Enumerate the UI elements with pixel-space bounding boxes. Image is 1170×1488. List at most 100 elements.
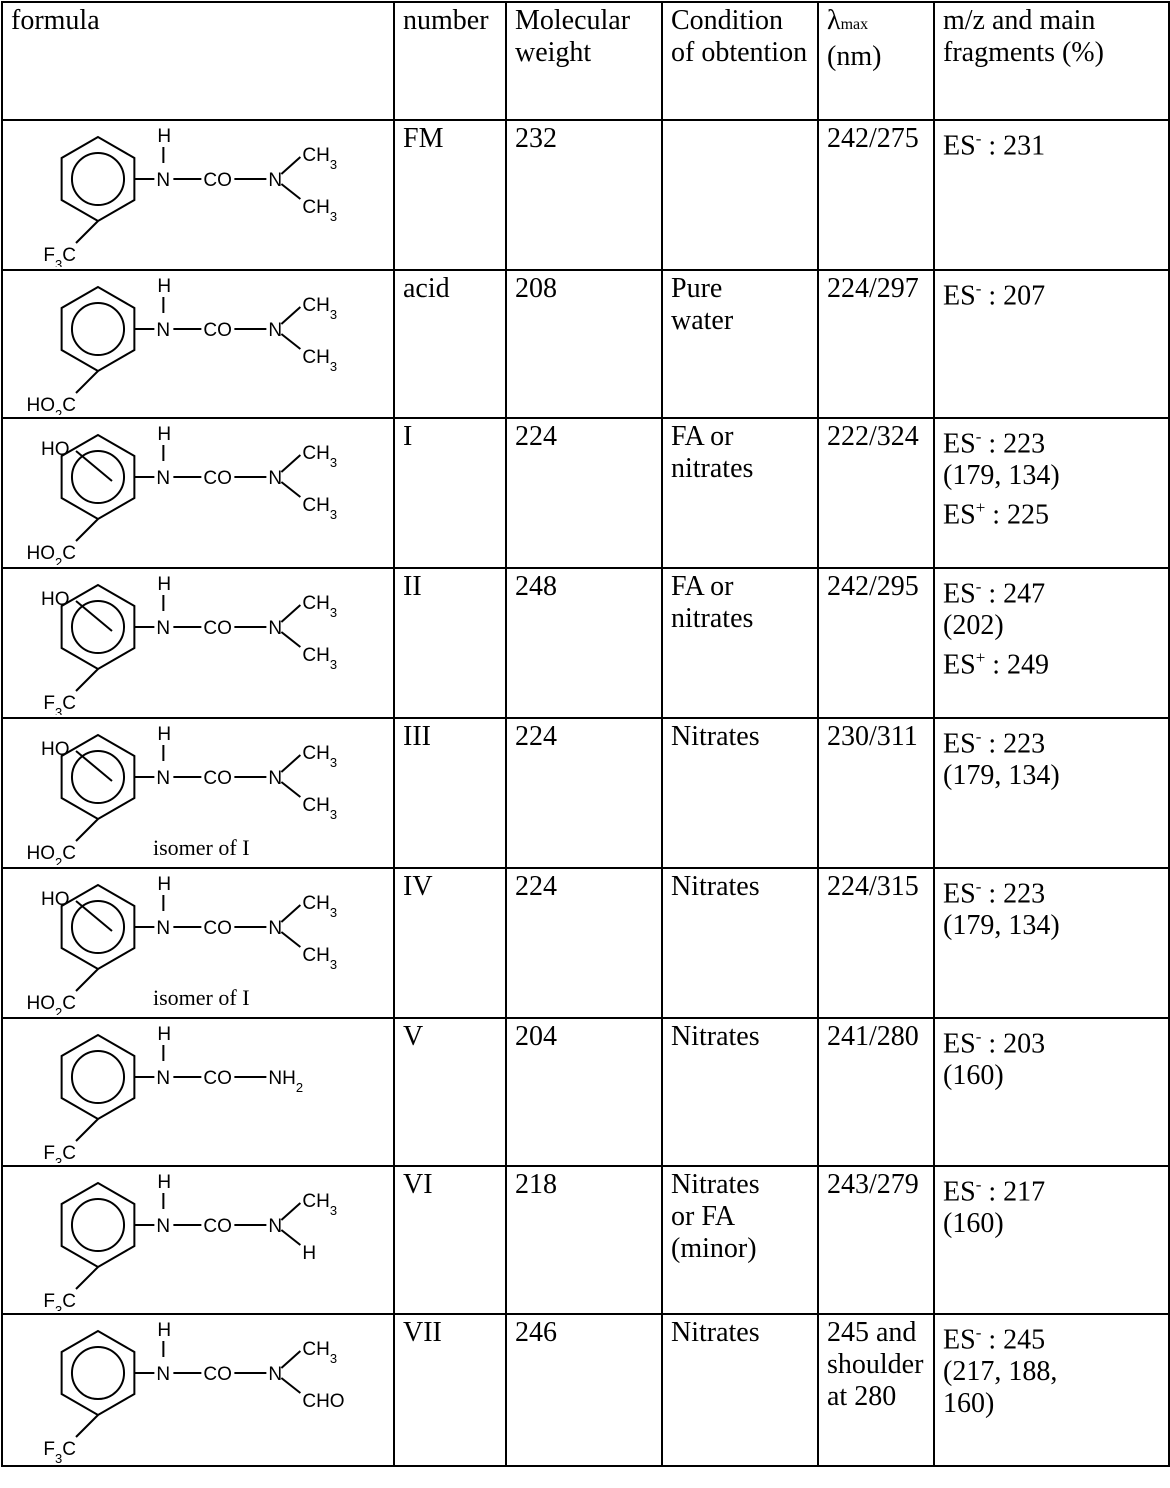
svg-text:CH3: CH3 [302, 347, 337, 374]
number-cell: V [393, 1017, 507, 1167]
condition-cell: FA or nitrates [661, 567, 819, 719]
svg-text:F3C: F3C [43, 1439, 76, 1463]
svg-text:HO: HO [41, 589, 70, 610]
mw-cell: 218 [505, 1165, 663, 1315]
svg-text:CHO: CHO [302, 1391, 344, 1412]
mz-cell: ES- : 223(179, 134)ES+ : 225 [933, 417, 1170, 569]
number-cell: III [393, 717, 507, 869]
mz-cell: ES- : 247(202)ES+ : 249 [933, 567, 1170, 719]
svg-text:NH2: NH2 [268, 1068, 303, 1095]
svg-text:CO: CO [203, 170, 232, 191]
svg-text:CH3: CH3 [302, 945, 337, 972]
svg-text:CO: CO [203, 1068, 232, 1089]
condition-cell: Nitrates [661, 717, 819, 869]
svg-text:N: N [268, 320, 282, 341]
svg-text:H: H [157, 1024, 171, 1045]
condition-cell: Nitrates [661, 867, 819, 1019]
svg-text:CO: CO [203, 1364, 232, 1385]
svg-text:N: N [156, 468, 170, 489]
svg-text:HO2C: HO2C [27, 993, 76, 1015]
svg-text:H: H [157, 424, 171, 445]
svg-text:CO: CO [203, 768, 232, 789]
svg-text:H: H [157, 276, 171, 297]
mw-cell: 224 [505, 417, 663, 569]
lambda-cell: 245 and shoulder at 280 [817, 1313, 935, 1467]
mw-cell: 248 [505, 567, 663, 719]
number-cell: I [393, 417, 507, 569]
mw-cell: 224 [505, 717, 663, 869]
header-condition: Condition of obtention [661, 1, 819, 121]
svg-text:CO: CO [203, 468, 232, 489]
svg-text:H: H [157, 1172, 171, 1193]
mw-cell: 232 [505, 119, 663, 271]
svg-text:N: N [156, 320, 170, 341]
svg-text:CH3: CH3 [302, 593, 337, 620]
mz-cell: ES- : 217(160) [933, 1165, 1170, 1315]
svg-text:CH3: CH3 [302, 495, 337, 522]
header-row: formula number Molecular weight Conditio… [1, 1, 1170, 121]
svg-text:CO: CO [203, 320, 232, 341]
number-cell: II [393, 567, 507, 719]
mz-cell: ES- : 223(179, 134) [933, 867, 1170, 1019]
svg-text:H: H [302, 1243, 316, 1264]
header-lambda: λmax (nm) [817, 1, 935, 121]
svg-text:CO: CO [203, 618, 232, 639]
svg-text:CH3: CH3 [302, 645, 337, 672]
svg-text:CH3: CH3 [302, 743, 337, 770]
mw-cell: 204 [505, 1017, 663, 1167]
mw-cell: 208 [505, 269, 663, 419]
svg-text:HO: HO [41, 739, 70, 760]
svg-text:N: N [156, 1216, 170, 1237]
svg-text:CH3: CH3 [302, 295, 337, 322]
svg-text:CH3: CH3 [302, 795, 337, 822]
svg-text:N: N [268, 1364, 282, 1385]
number-cell: VII [393, 1313, 507, 1467]
svg-text:F3C: F3C [43, 1143, 76, 1163]
lambda-symbol: λ [827, 5, 841, 36]
lambda-cell: 222/324 [817, 417, 935, 569]
svg-text:H: H [157, 126, 171, 147]
svg-text:N: N [268, 618, 282, 639]
svg-text:N: N [156, 918, 170, 939]
lambda-cell: 243/279 [817, 1165, 935, 1315]
svg-text:N: N [268, 918, 282, 939]
svg-text:N: N [156, 618, 170, 639]
svg-text:HO2C: HO2C [27, 843, 76, 865]
svg-text:HO: HO [41, 439, 70, 460]
mz-cell: ES- : 223(179, 134) [933, 717, 1170, 869]
svg-text:CH3: CH3 [302, 1339, 337, 1366]
svg-text:F3C: F3C [43, 693, 76, 715]
mw-cell: 224 [505, 867, 663, 1019]
svg-text:CH3: CH3 [302, 1191, 337, 1218]
svg-text:CO: CO [203, 918, 232, 939]
svg-text:HO2C: HO2C [27, 543, 76, 565]
svg-text:N: N [156, 768, 170, 789]
header-number: number [393, 1, 507, 121]
svg-text:CO: CO [203, 1216, 232, 1237]
svg-text:H: H [157, 574, 171, 595]
header-formula: formula [1, 1, 395, 121]
svg-text:H: H [157, 724, 171, 745]
lambda-cell: 241/280 [817, 1017, 935, 1167]
number-cell: VI [393, 1165, 507, 1315]
lambda-cell: 230/311 [817, 717, 935, 869]
svg-text:N: N [156, 170, 170, 191]
